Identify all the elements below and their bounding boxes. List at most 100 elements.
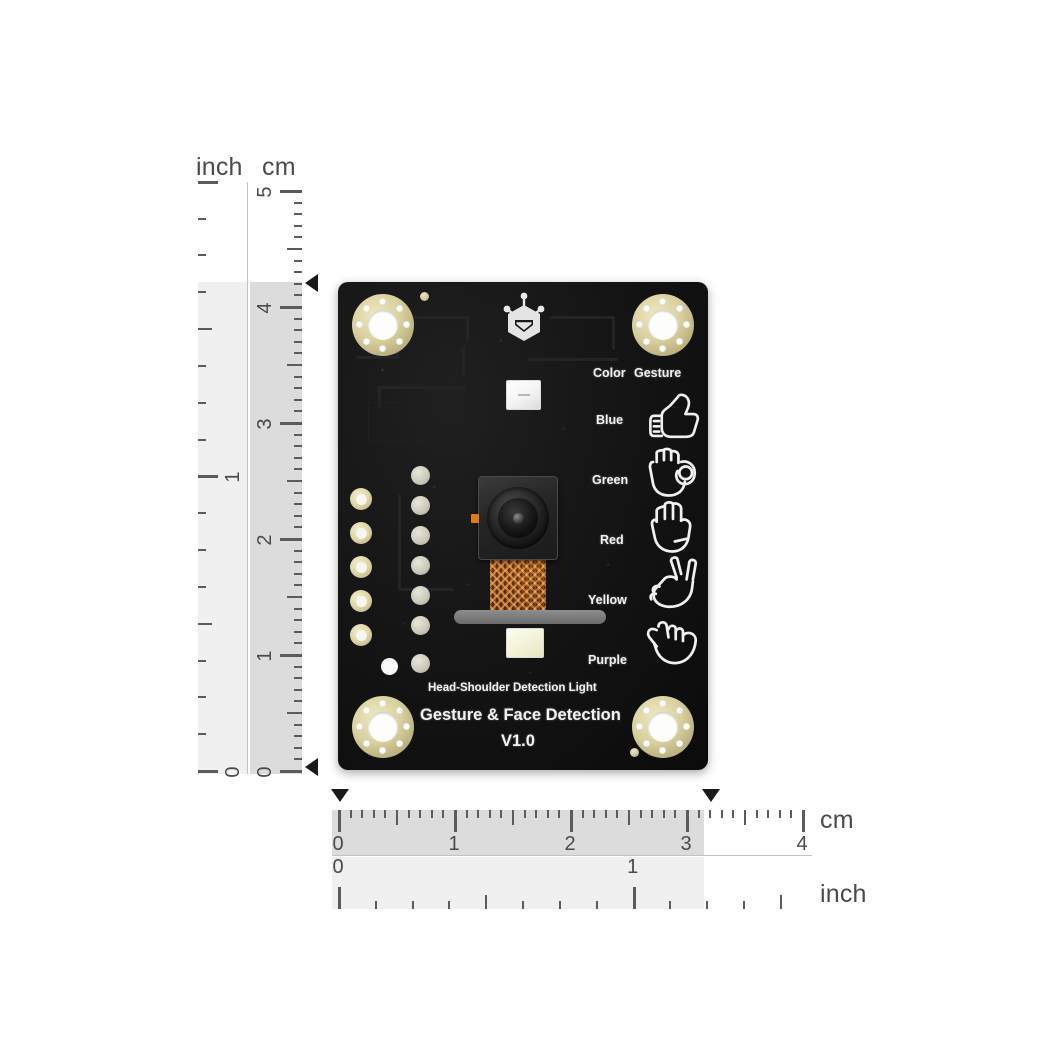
inch-minor-tick [198, 328, 212, 331]
cm-minor-tick [294, 758, 302, 761]
inch-tick-number: 0 [222, 766, 244, 778]
mounting-hole-bottom-left [352, 696, 414, 758]
cm-minor-tick [294, 468, 302, 471]
pcb-trace [356, 356, 400, 359]
mounting-hole-vias [352, 696, 414, 758]
dfrobot-hexagon-logo [503, 292, 545, 341]
cm-minor-tick [294, 735, 302, 738]
vertical-ruler-bottom-marker [305, 758, 318, 776]
silkscreen-product-title: Gesture & Face Detection [420, 706, 621, 724]
cm-minor-tick [287, 712, 302, 714]
cm-h-minor-tick [349, 810, 352, 818]
cm-major-tick [280, 654, 302, 657]
edge-pad [350, 522, 372, 544]
cm-h-minor-tick [616, 810, 619, 818]
white-detection-led [506, 628, 544, 658]
inch-h-band-highlight [332, 857, 704, 909]
via [396, 740, 403, 747]
cm-h-tick-number: 4 [796, 833, 808, 855]
cm-tick-number: 4 [254, 302, 276, 314]
inner-pad [411, 466, 430, 485]
pcb-trace [396, 316, 470, 319]
via [403, 321, 410, 328]
cm-minor-tick [294, 294, 302, 297]
via [659, 298, 666, 305]
cm-h-minor-tick [767, 810, 770, 818]
via [379, 700, 386, 707]
silkscreen-color-header: Color [593, 366, 626, 380]
pcb-trace [378, 386, 466, 389]
cm-h-minor-tick [732, 810, 735, 818]
inner-pad [411, 496, 430, 515]
silkscreen-version: V1.0 [501, 732, 535, 750]
via [636, 723, 643, 730]
cm-minor-tick [294, 329, 302, 332]
shaka-sign-gesture-icon [646, 620, 698, 665]
horizontal-ruler-left-marker [331, 789, 349, 802]
inch-minor-tick [198, 254, 206, 257]
vertical-ruler-top-marker [305, 274, 318, 292]
via [363, 707, 370, 714]
cm-minor-tick [294, 619, 302, 622]
cm-minor-tick [294, 387, 302, 390]
cm-minor-tick [294, 607, 302, 610]
vertical-ruler-inch-label: inch [196, 153, 243, 181]
via [643, 305, 650, 312]
cm-h-minor-tick [430, 810, 433, 818]
mounting-hole-bore [648, 712, 678, 742]
inch-major-tick [198, 770, 218, 773]
inch-h-tick-number: 0 [332, 856, 344, 878]
inch-h-minor-tick [669, 901, 672, 909]
cm-tick-number: 0 [254, 766, 276, 778]
via [396, 338, 403, 345]
mounting-hole-bottom-right [632, 696, 694, 758]
cm-minor-tick [294, 456, 302, 459]
cm-minor-tick [294, 271, 302, 274]
via [356, 321, 363, 328]
mounting-hole-top-right [632, 294, 694, 356]
inch-h-minor-tick [558, 901, 561, 909]
inch-minor-tick [198, 622, 212, 625]
cm-h-minor-tick [581, 810, 584, 818]
silkscreen-color-red: Red [600, 533, 624, 547]
mounting-hole-bore [368, 712, 398, 742]
cm-minor-tick [294, 398, 302, 401]
victory-sign-gesture-icon [649, 556, 698, 609]
inch-major-tick [198, 475, 218, 479]
cm-minor-tick [287, 364, 302, 366]
camera-lens-glint [512, 512, 524, 524]
cm-h-minor-tick [523, 810, 526, 818]
cm-minor-tick [294, 224, 302, 227]
inner-pad [411, 586, 430, 605]
inch-h-minor-tick [448, 901, 451, 909]
cm-h-minor-tick [604, 810, 607, 818]
pcb-board: Color Gesture Blue Green Red Yellow Purp… [338, 282, 708, 770]
cm-major-tick [280, 770, 302, 773]
cm-h-minor-tick [384, 810, 387, 818]
cm-h-minor-tick [674, 810, 677, 818]
via [636, 321, 643, 328]
pcb-trace [550, 316, 614, 319]
via [643, 707, 650, 714]
fpc-ribbon-cable [490, 558, 546, 616]
camera-lens-outer [487, 487, 549, 549]
horizontal-ruler-right-marker [702, 789, 720, 802]
rgb-status-led [506, 380, 541, 410]
edge-pad [350, 488, 372, 510]
silkscreen-color-purple: Purple [588, 653, 627, 667]
horizontal-ruler-cm-label: cm [820, 806, 854, 834]
cm-minor-tick [294, 433, 302, 436]
inch-minor-tick [198, 512, 206, 515]
cm-h-minor-tick [709, 810, 712, 818]
via [683, 321, 690, 328]
cm-h-minor-tick [465, 810, 468, 818]
mounting-hole-vias [632, 696, 694, 758]
via [683, 723, 690, 730]
inner-pad [411, 616, 430, 635]
cm-h-major-tick [686, 810, 689, 832]
cm-h-minor-tick [535, 810, 538, 818]
via [363, 740, 370, 747]
cm-h-minor-tick [651, 810, 654, 818]
corner-test-point [630, 748, 639, 757]
